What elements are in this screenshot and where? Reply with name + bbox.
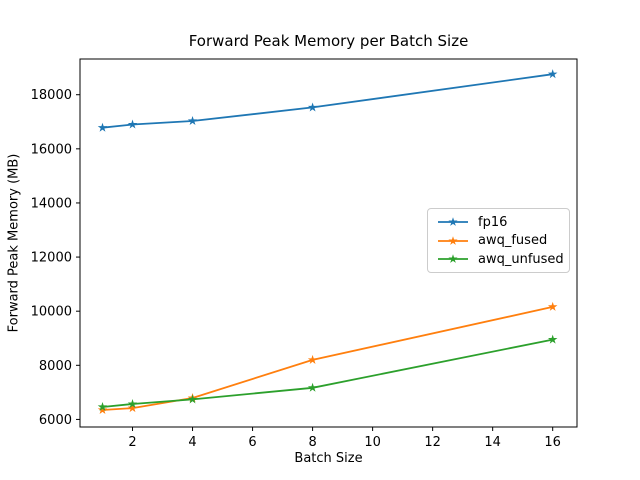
y-tick-label: 8000 [39, 359, 72, 374]
star-marker-fp16 [97, 122, 108, 132]
star-marker-awq_fused [127, 403, 138, 413]
x-tick-label: 12 [424, 435, 441, 450]
chart-title: Forward Peak Memory per Batch Size [188, 32, 469, 50]
y-tick-label: 18000 [31, 88, 72, 103]
star-marker-awq_unfused [547, 334, 558, 344]
y-tick-label: 14000 [31, 196, 72, 211]
star-marker-awq_unfused [187, 394, 198, 404]
star-marker-awq_unfused [127, 399, 138, 409]
legend-label: awq_unfused [478, 251, 564, 267]
star-marker-awq_unfused [307, 382, 318, 392]
star-marker-fp16 [127, 119, 138, 129]
legend: fp16 awq_fused awq_unfused [427, 208, 570, 273]
line-awq_unfused [102, 338, 553, 408]
y-tick-label: 16000 [31, 142, 72, 157]
star-marker-fp16 [547, 69, 558, 79]
legend-sample-star-marker [448, 254, 458, 263]
x-tick-label: 8 [308, 435, 316, 450]
legend-sample-star-marker [448, 235, 458, 245]
legend-line-sample [438, 235, 468, 245]
star-marker-awq_fused [307, 354, 318, 364]
y-tick-label: 12000 [31, 251, 72, 266]
star-marker-fp16 [307, 102, 318, 112]
legend-item-awq_unfused: awq_unfused [437, 252, 569, 267]
x-tick-label: 6 [248, 435, 256, 450]
star-marker-awq_fused [97, 404, 108, 414]
legend-line-sample [438, 254, 468, 263]
legend-item-awq_fused: awq_fused [437, 233, 569, 248]
legend-line-sample [438, 217, 468, 226]
x-tick-label: 2 [128, 435, 136, 450]
x-tick-label: 4 [188, 435, 196, 450]
line-awq_fused [102, 306, 553, 411]
star-marker-fp16 [187, 115, 198, 126]
x-tick-label: 14 [484, 435, 501, 450]
x-tick-label: 10 [364, 435, 381, 450]
legend-sample-star-marker [448, 217, 458, 226]
legend-item-fp16: fp16 [437, 215, 569, 230]
legend-label: awq_fused [478, 233, 548, 248]
x-axis-label: Batch Size [294, 451, 363, 466]
x-tick-label: 16 [544, 435, 561, 450]
star-marker-awq_fused [547, 301, 558, 311]
y-tick-label: 6000 [39, 413, 72, 428]
line-fp16 [102, 73, 553, 129]
legend-label: fp16 [478, 214, 508, 230]
star-marker-awq_unfused [97, 401, 108, 412]
y-tick-label: 10000 [31, 305, 72, 320]
axes-border [79, 58, 578, 428]
